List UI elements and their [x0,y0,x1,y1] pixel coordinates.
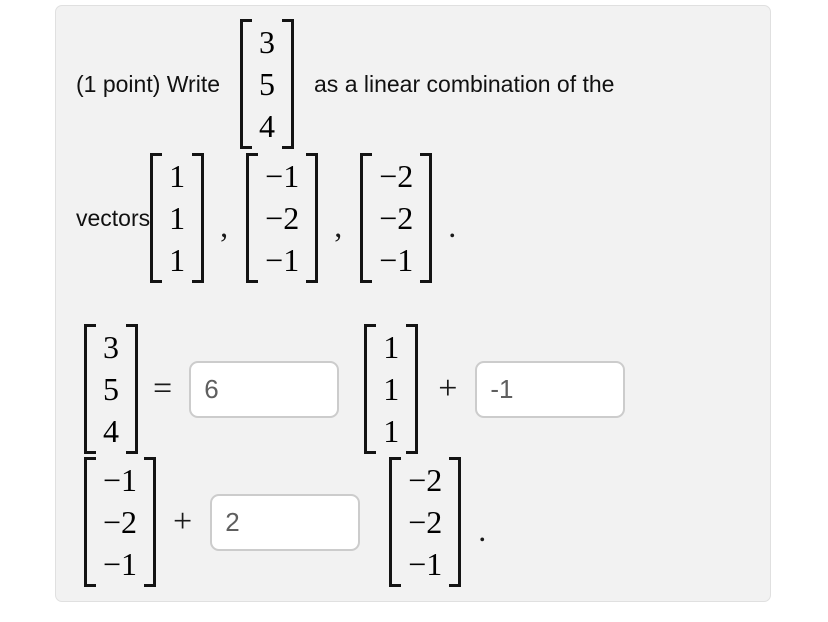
right-bracket-icon [192,153,205,283]
write-label: (1 point) Write [76,70,221,97]
vector-entry: 1 [169,199,186,236]
left-bracket-icon [360,153,373,283]
vector-entry: 1 [383,328,400,365]
vector-entry: −2 [379,157,414,194]
right-bracket-icon [144,457,157,587]
equation-row-1: 3 5 4 = 1 1 1 + [56,324,770,454]
left-bracket-icon [246,153,259,283]
right-bracket-icon [449,457,462,587]
vector-entry: −2 [265,199,300,236]
basis-vector-1: 1 1 1 [150,153,205,283]
left-bracket-icon [389,457,402,587]
linear-combination-label: as a linear combination of the [314,70,615,97]
vector-entry: 5 [103,370,119,407]
plus-sign: + [173,503,193,540]
vector-entry: 4 [103,412,119,449]
vectors-row: vectors 1 1 1 , −1 −2 −1 , −2 −2 [56,153,770,283]
vector-entry: 1 [383,370,400,407]
vector-entry: −1 [379,241,414,278]
vector-entry: 5 [259,65,276,102]
equation-basis-vector-1: 1 1 1 [364,324,419,454]
vector-entry: −1 [103,461,138,498]
vector-entry: 1 [383,412,400,449]
vector-entry: −1 [408,545,443,582]
problem-statement-row: (1 point) Write 3 5 4 as a linear combin… [56,19,770,149]
right-bracket-icon [406,324,419,454]
comma-separator: , [334,207,343,244]
vector-entry: 3 [103,328,119,365]
coefficient-input-1[interactable] [189,360,340,418]
coefficient-input-2[interactable] [475,360,626,418]
left-bracket-icon [84,324,96,454]
vector-entry: −1 [103,545,138,582]
basis-vector-2: −1 −2 −1 [246,153,319,283]
left-bracket-icon [240,19,253,149]
problem-panel: (1 point) Write 3 5 4 as a linear combin… [55,5,771,602]
vector-entry: 3 [259,23,276,60]
vector-entry: 1 [169,157,186,194]
equation-row-2: −1 −2 −1 + −2 −2 −1 . [56,457,770,587]
target-vector: 3 5 4 [240,19,295,149]
vector-entry: −2 [408,503,443,540]
vector-entry: −1 [265,157,300,194]
vector-entry: −2 [103,503,138,540]
vector-entry: −2 [379,199,414,236]
coefficient-input-3[interactable] [210,493,361,551]
right-bracket-icon [420,153,433,283]
equation-basis-vector-2: −1 −2 −1 [84,457,157,587]
equals-sign: = [153,370,173,407]
vector-entry: −1 [265,241,300,278]
vector-entry: 4 [259,107,276,144]
vector-entry: −2 [408,461,443,498]
equation-basis-vector-3: −2 −2 −1 [389,457,462,587]
comma-separator: , [220,207,229,244]
period: . [478,511,487,548]
left-bracket-icon [150,153,163,283]
left-bracket-icon [364,324,377,454]
period: . [448,207,457,244]
right-bracket-icon [306,153,319,283]
vectors-label: vectors [76,204,151,231]
plus-sign: + [438,370,458,407]
basis-vector-3: −2 −2 −1 [360,153,433,283]
right-bracket-icon [126,324,138,454]
equation-lhs-vector: 3 5 4 [84,324,138,454]
vector-entry: 1 [169,241,186,278]
right-bracket-icon [282,19,295,149]
left-bracket-icon [84,457,96,587]
